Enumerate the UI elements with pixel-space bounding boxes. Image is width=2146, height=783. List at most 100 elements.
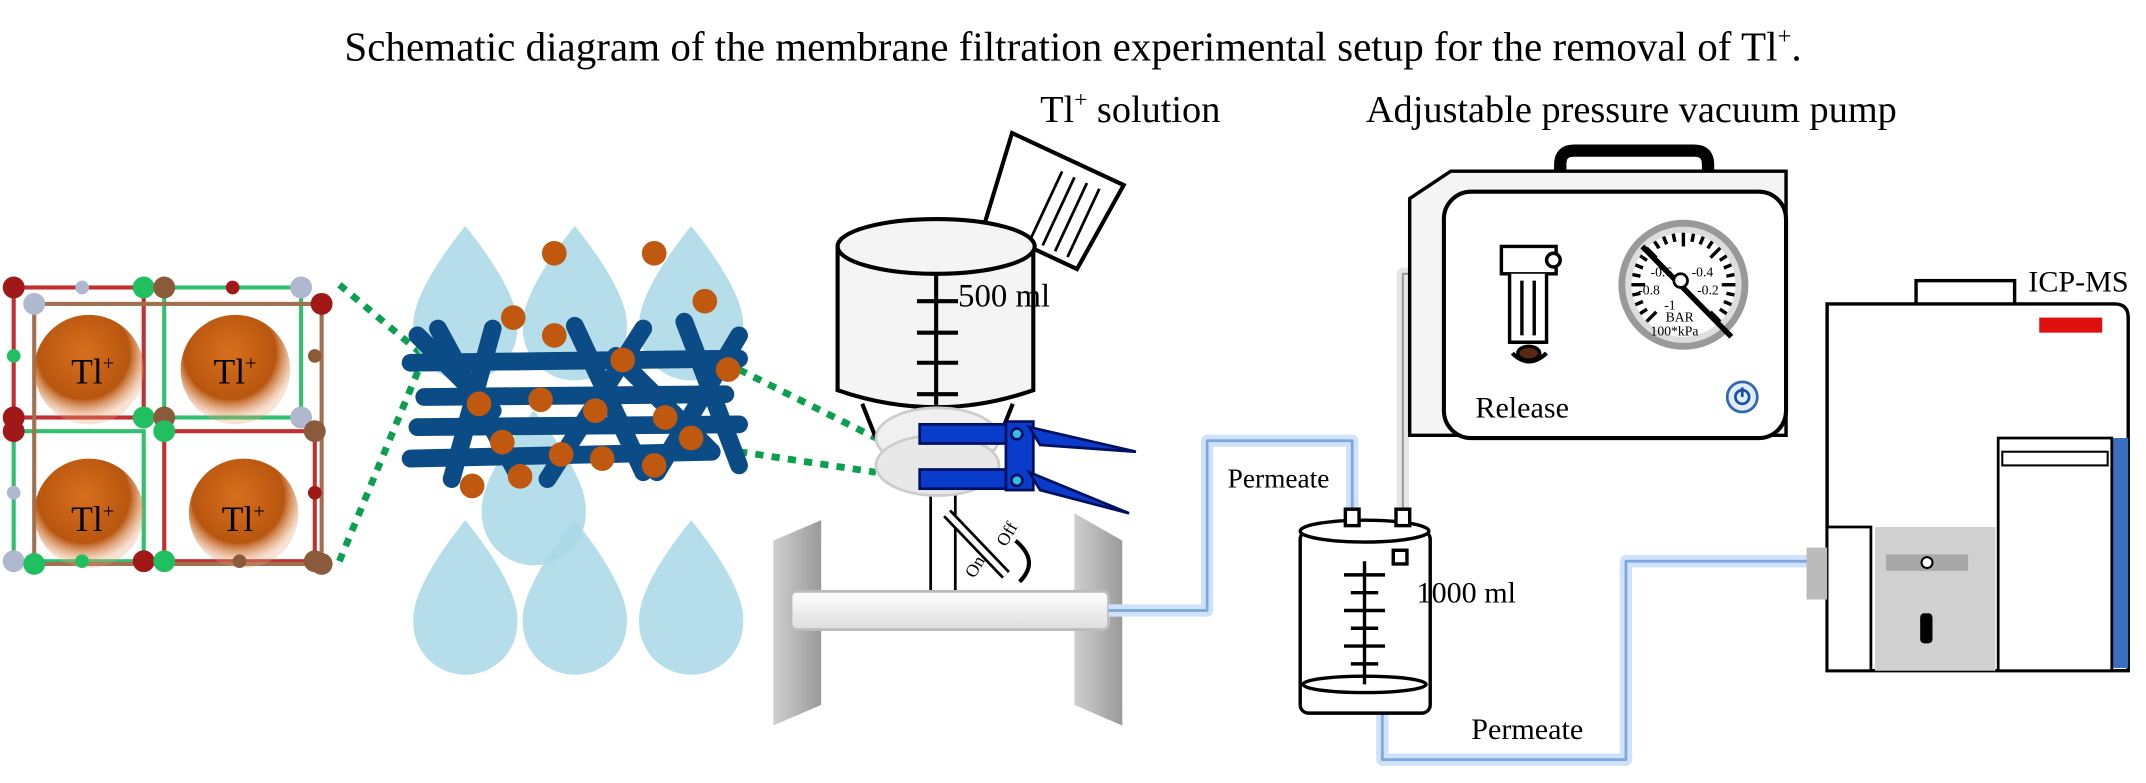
ion-label: Tl+ <box>71 351 114 391</box>
atom <box>2 420 25 443</box>
tl-ion-particle <box>528 387 553 413</box>
atom <box>75 554 89 569</box>
atom <box>153 420 176 443</box>
gauge-tick <box>1653 240 1661 250</box>
atom <box>23 552 46 575</box>
gauge-tick <box>1632 291 1641 297</box>
vacuum-pump: Release -0.6 -0.4 -0.8 -0.2 -1 BAR 100*k… <box>1407 144 1789 441</box>
atom <box>310 292 333 315</box>
water-droplet <box>522 520 627 675</box>
gauge-tick <box>1639 307 1648 316</box>
atom <box>75 280 89 295</box>
atom <box>2 276 25 299</box>
atom <box>290 406 313 429</box>
ion-label: Tl+ <box>214 351 257 391</box>
water-droplet <box>639 225 744 381</box>
tl-ion-particle <box>589 446 615 471</box>
svg-text:-0.8: -0.8 <box>1638 282 1660 297</box>
atom <box>153 550 176 573</box>
gauge-tick <box>1661 236 1669 245</box>
atom <box>303 420 326 443</box>
svg-text:100*kPa: 100*kPa <box>1651 323 1699 338</box>
tl-ion-particle <box>652 405 678 430</box>
release-valve[interactable] <box>1499 244 1562 364</box>
gauge-tick <box>1723 263 1733 270</box>
tl-ion-particle <box>541 323 567 348</box>
gauge-tick <box>1709 246 1722 259</box>
membrane <box>401 225 748 675</box>
pump-label: Adjustable pressure vacuum pump <box>1366 89 1897 131</box>
gauge-tick <box>1706 240 1714 250</box>
gauge-tick <box>1718 254 1728 262</box>
ion-label: Tl+ <box>71 499 114 539</box>
tl-ion-particle <box>610 347 636 373</box>
permeate-label-top: Permeate <box>1228 463 1330 493</box>
water-droplet <box>639 520 744 675</box>
collection-flask <box>1298 507 1432 715</box>
gauge-tick <box>1726 291 1735 297</box>
gauge-tick <box>1698 236 1705 245</box>
tl-ion-particle <box>466 391 492 417</box>
atom <box>132 550 155 573</box>
atom <box>6 349 21 363</box>
svg-text:-1: -1 <box>1664 297 1676 312</box>
tl-ion-particle <box>489 429 515 455</box>
pressure-gauge: -0.6 -0.4 -0.8 -0.2 -1 BAR 100*kPa <box>1618 219 1749 350</box>
icp-ms-instrument <box>1806 278 2130 673</box>
funnel-volume-label: 500 ml <box>958 279 1050 315</box>
tl-ion-particle <box>692 288 718 314</box>
atom <box>2 550 25 573</box>
atom <box>132 406 155 429</box>
permeate-label-bottom: Permeate <box>1471 712 1583 746</box>
filter-funnel <box>835 217 1037 497</box>
gauge-tick <box>1645 310 1658 323</box>
tl-ion <box>34 458 144 569</box>
release-label: Release <box>1475 391 1569 425</box>
atom <box>232 554 247 569</box>
gauge-tick <box>1690 233 1696 243</box>
atom <box>153 276 176 299</box>
solution-label: Tl+ solution <box>1040 87 1220 131</box>
tl-ion <box>34 314 144 425</box>
tl-ion-particle <box>459 473 485 499</box>
zoom-lines <box>336 282 878 563</box>
tl-ion-particle <box>678 425 704 451</box>
tl-ion-particle <box>548 442 574 467</box>
gauge-tick <box>1671 233 1677 243</box>
tl-ion-particle <box>715 357 741 382</box>
gauge-tick <box>1639 254 1648 262</box>
gauge-tick <box>1634 263 1644 270</box>
gauge-tick <box>1634 299 1644 307</box>
crystal-structure: Tl+ Tl+ Tl+ Tl+ <box>2 276 333 575</box>
icpms-label: ICP-MS <box>2028 265 2128 299</box>
tl-ion-particle <box>641 453 667 478</box>
svg-text:BAR: BAR <box>1666 310 1695 325</box>
clamp <box>918 420 1137 515</box>
flask-volume-label: 1000 ml <box>1417 575 1516 609</box>
atom <box>307 485 322 500</box>
atom <box>132 276 155 299</box>
tl-ion-particle <box>541 240 567 266</box>
gauge-tick <box>1726 272 1735 278</box>
gauge-tick <box>1718 307 1728 316</box>
tl-ion-particle <box>507 464 533 489</box>
tl-ion-particle <box>641 240 667 266</box>
atom <box>23 292 46 315</box>
svg-text:-0.2: -0.2 <box>1697 282 1719 297</box>
power-button[interactable] <box>1725 380 1759 414</box>
atom <box>290 276 313 299</box>
tl-ion <box>180 314 291 425</box>
tl-ion-particle <box>583 398 608 423</box>
tl-ion <box>188 458 299 569</box>
figure-title: Schematic diagram of the membrane filtra… <box>344 23 1801 69</box>
filter-stand: On Off <box>773 477 1123 726</box>
gauge-tick <box>1632 272 1641 278</box>
gauge-tick <box>1723 299 1733 307</box>
water-droplet <box>413 520 518 675</box>
tl-ion-particle <box>500 305 526 330</box>
atom <box>307 349 322 363</box>
atom <box>6 485 21 500</box>
membrane-fiber <box>565 316 653 482</box>
ion-label: Tl+ <box>222 499 265 539</box>
